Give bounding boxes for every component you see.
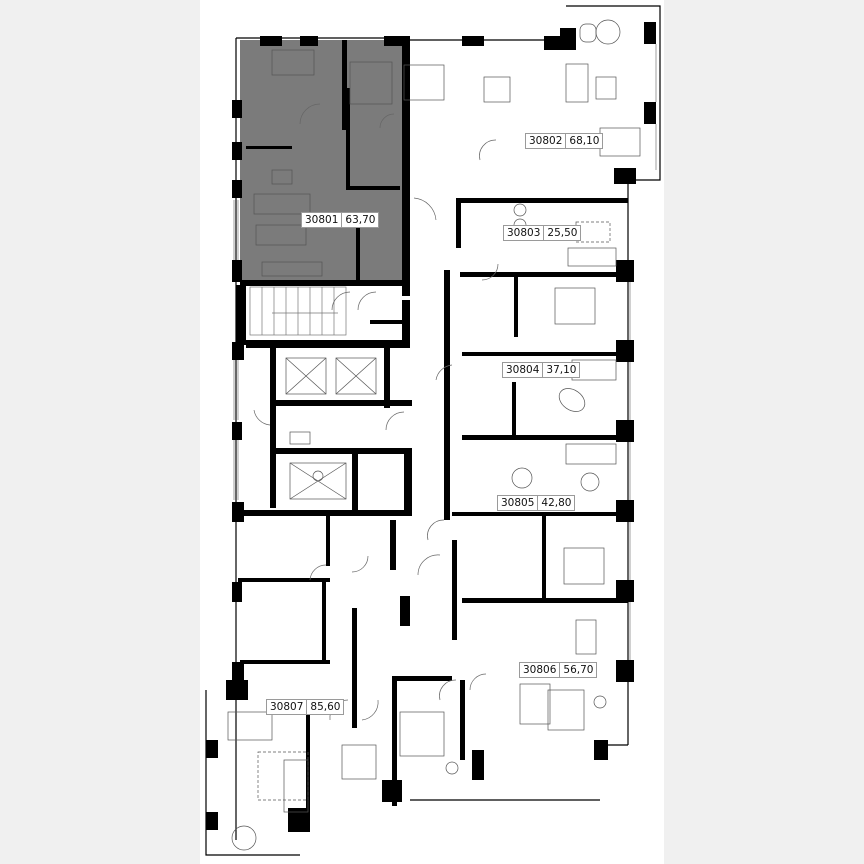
apartment-number: 30803 [507,227,541,239]
apartment-label-30803[interactable]: 30803 25,50 [503,225,582,241]
apartment-label-30805[interactable]: 30805 42,80 [497,495,576,511]
apartment-area: 37,10 [542,363,579,377]
apartment-label-30801[interactable]: 30801 63,70 [301,212,380,228]
apartment-area: 56,70 [559,663,596,677]
apartment-area: 42,80 [537,496,574,510]
apartment-area: 85,60 [306,700,343,714]
apartment-number: 30801 [305,214,339,226]
apartment-area: 25,50 [543,226,580,240]
apartment-label-30804[interactable]: 30804 37,10 [502,362,581,378]
apartment-label-30802[interactable]: 30802 68,10 [525,133,604,149]
apartment-area: 63,70 [341,213,378,227]
apartment-number: 30805 [501,497,535,509]
apartment-label-30806[interactable]: 30806 56,70 [519,662,598,678]
apartment-number: 30806 [523,664,557,676]
apartment-number: 30802 [529,135,563,147]
apartment-number: 30807 [270,701,304,713]
apartment-number: 30804 [506,364,540,376]
apartment-label-30807[interactable]: 30807 85,60 [266,699,345,715]
apartment-area: 68,10 [565,134,602,148]
apartment-30801-fill[interactable] [240,40,408,280]
